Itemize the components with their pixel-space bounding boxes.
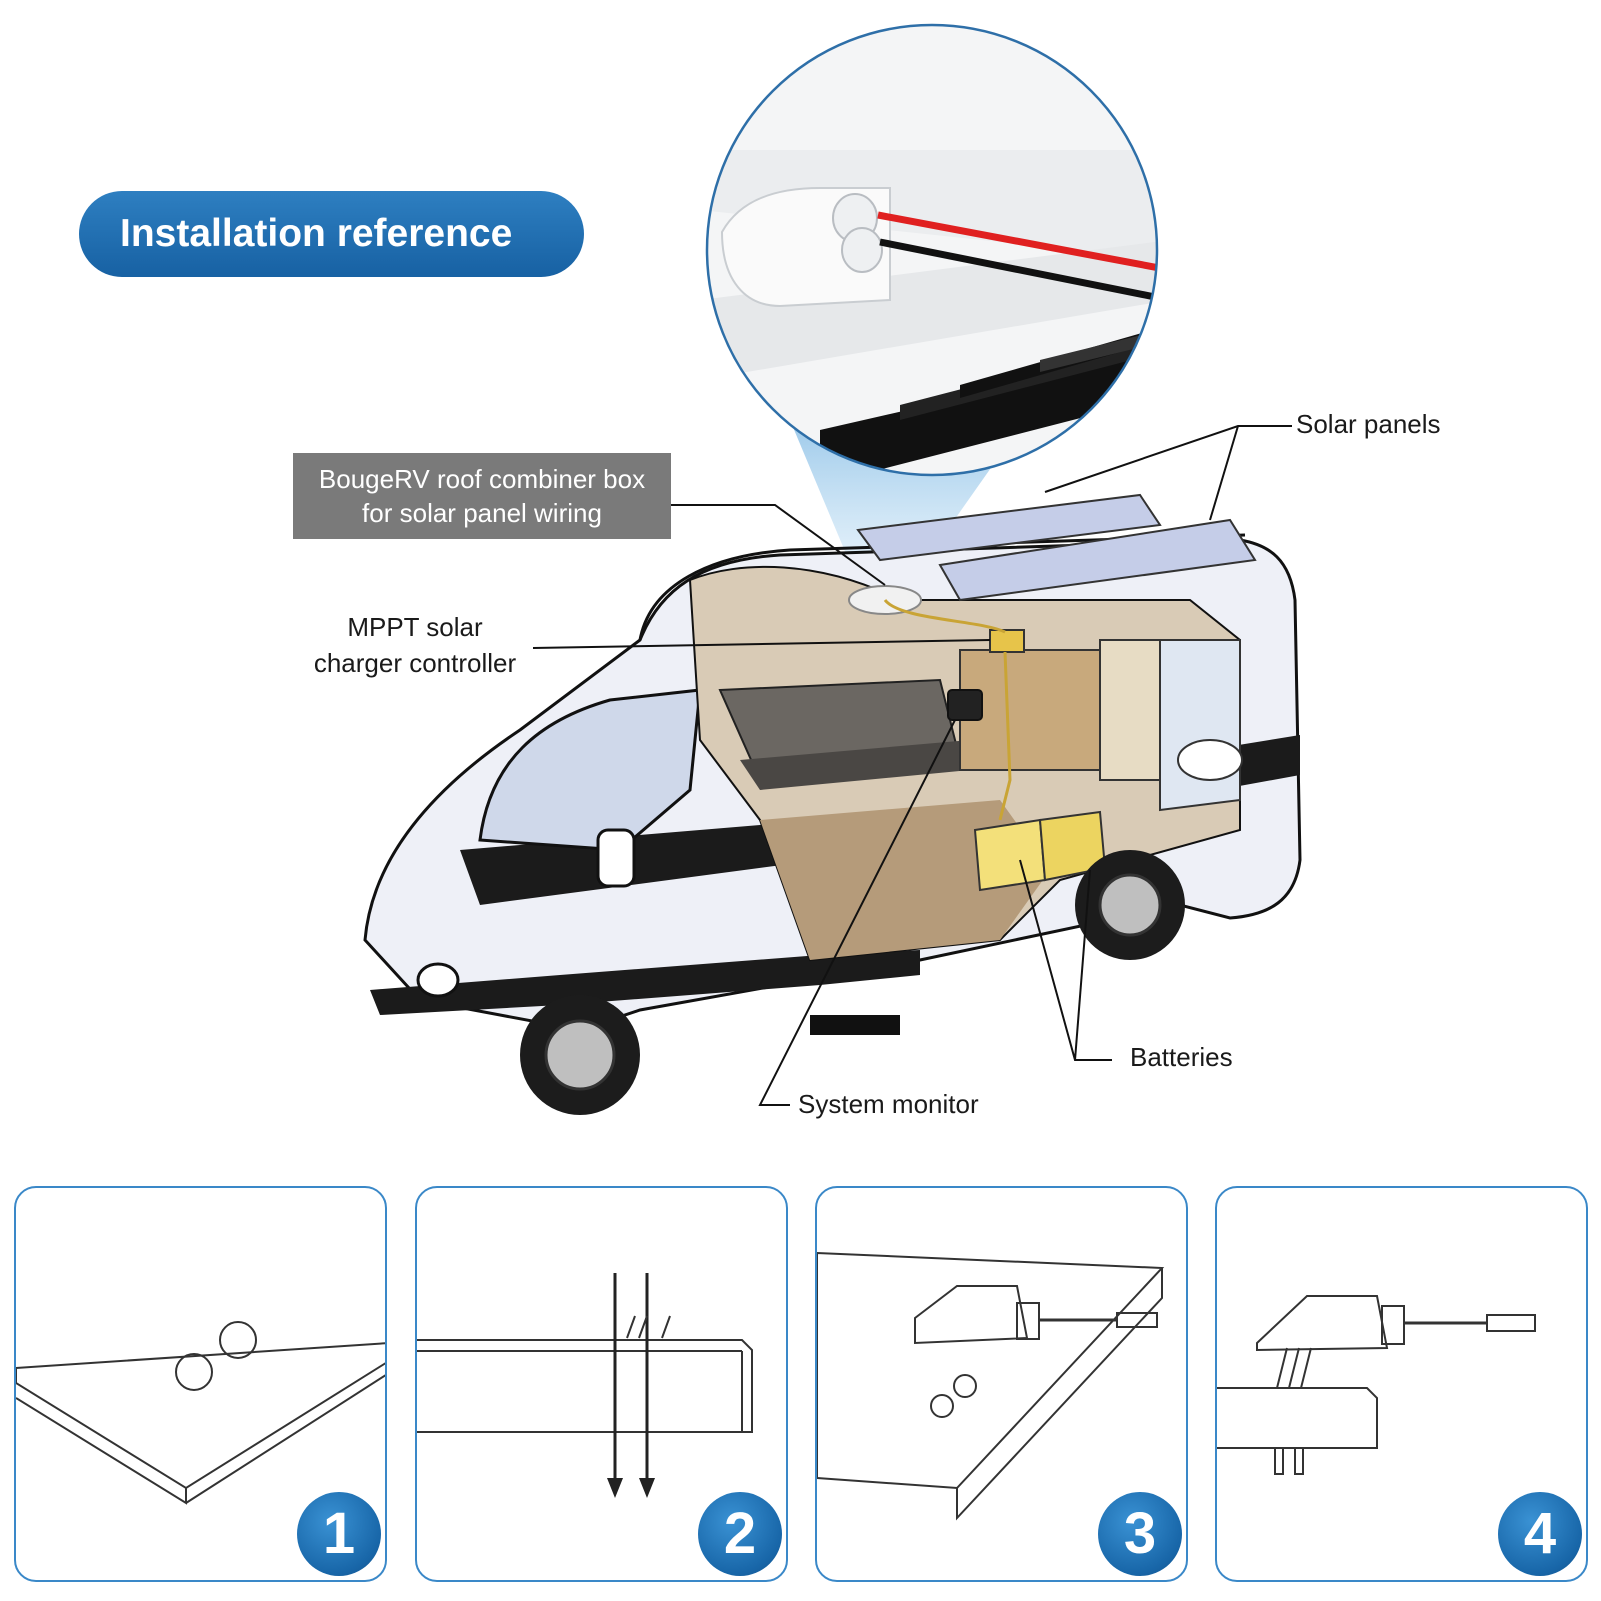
mppt-callout: MPPT solar charger controller (300, 609, 530, 681)
step-panel-4: 4 (1215, 1186, 1588, 1582)
wire-feed-illustration (417, 1273, 753, 1498)
step-panel-2: 2 (415, 1186, 788, 1582)
box-secured-illustration (1217, 1295, 1536, 1475)
mppt-line1: MPPT solar (347, 612, 483, 642)
van-body (363, 493, 1302, 1115)
batteries-graphic (973, 810, 1107, 892)
solar-panels-label: Solar panels (1296, 409, 1441, 439)
box-mounting-illustration (817, 1251, 1165, 1521)
step-panel-1: 1 (14, 1186, 387, 1582)
batteries-label: Batteries (1130, 1042, 1233, 1072)
mppt-graphic (989, 629, 1025, 653)
combiner-box-line2: for solar panel wiring (362, 498, 602, 528)
zoom-inset (707, 25, 1157, 475)
combiner-box-line1: BougeRV roof combiner box (318, 464, 646, 494)
van-diagram (363, 23, 1302, 1115)
step-number-2: 2 (698, 1492, 782, 1576)
section-title: Installation reference (79, 191, 584, 277)
step-number-4: 4 (1498, 1492, 1582, 1576)
leader-lines (532, 425, 1292, 1106)
mppt-line2: charger controller (313, 648, 517, 678)
combiner-box-callout: BougeRV roof combiner box for solar pane… (293, 453, 671, 539)
step-panel-3: 3 (815, 1186, 1188, 1582)
roof-holes-illustration (16, 1321, 385, 1505)
solar-panels-graphic (856, 493, 1257, 602)
step-number-3: 3 (1098, 1492, 1182, 1576)
system-monitor-label: System monitor (798, 1089, 979, 1119)
step-number-1: 1 (297, 1492, 381, 1576)
monitor-graphic (947, 689, 983, 721)
